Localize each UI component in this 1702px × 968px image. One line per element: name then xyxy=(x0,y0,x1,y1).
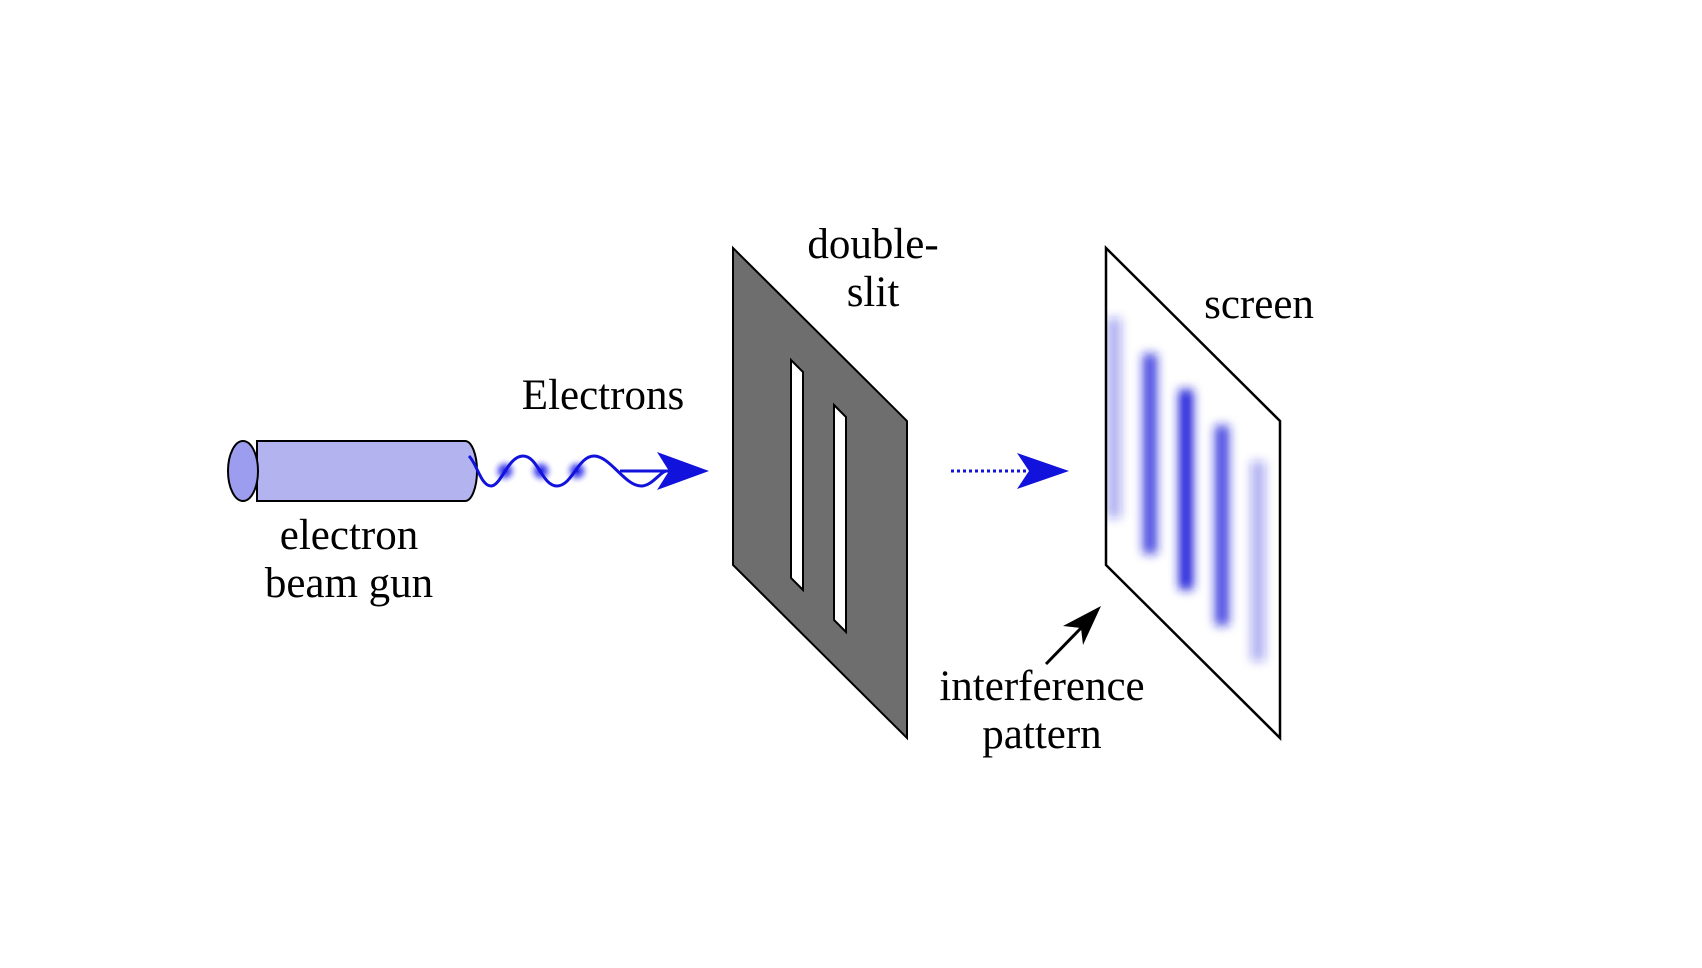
pointer-line xyxy=(1044,625,1084,666)
gun-cylinder-face xyxy=(227,440,259,502)
pattern-pointer xyxy=(1044,606,1101,666)
dotted-beam-arrowhead xyxy=(1017,453,1069,489)
slit-label-line1: double- xyxy=(807,221,938,268)
slit-label-line2: slit xyxy=(847,269,900,316)
screen-label: screen xyxy=(1204,281,1314,328)
beam-arrowhead xyxy=(657,452,709,490)
interference-fringe xyxy=(1143,353,1157,554)
gun-cylinder-body xyxy=(256,440,478,502)
pattern-label-line1: interference xyxy=(939,663,1144,710)
interference-fringe xyxy=(1107,317,1121,518)
slit-opening-1 xyxy=(790,357,804,593)
electrons-label: Electrons xyxy=(522,372,684,419)
electron-wave xyxy=(467,454,667,488)
slit-opening-2 xyxy=(833,402,847,635)
interference-fringe xyxy=(1215,425,1229,626)
screen-outline xyxy=(1104,244,1282,742)
interference-fringe xyxy=(1179,389,1193,590)
electron-gun xyxy=(227,440,478,502)
double-slit-panel xyxy=(732,245,908,741)
gun-label-line2: beam gun xyxy=(265,560,433,607)
pointer-arrowhead xyxy=(1063,606,1101,645)
slit-panel-surface xyxy=(732,245,908,741)
gun-label-line1: electron xyxy=(280,512,418,559)
detection-screen xyxy=(1104,244,1282,742)
interference-fringe xyxy=(1251,461,1265,662)
electron-beam xyxy=(467,452,709,490)
pattern-label-line2: pattern xyxy=(982,711,1101,758)
interference-pattern xyxy=(1107,317,1265,662)
diffracted-beam xyxy=(951,453,1069,489)
